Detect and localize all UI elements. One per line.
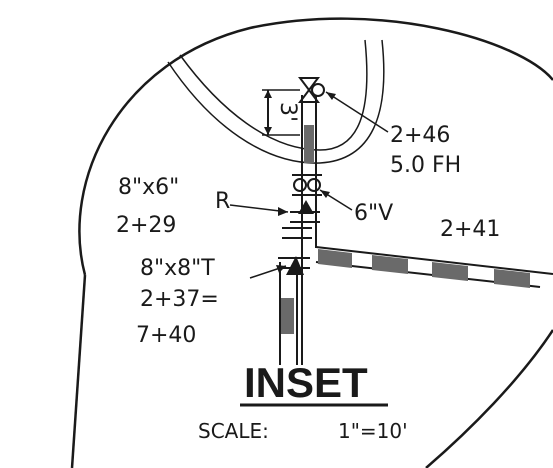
valve-label: 6"V — [354, 201, 393, 226]
hydrant-label: 5.0 FH — [390, 153, 461, 178]
pipe-hatch-upper — [304, 125, 314, 163]
reducer-fittings — [282, 200, 320, 239]
inset-circle — [70, 17, 553, 468]
curb-lines — [167, 39, 385, 164]
scale-value: 1"=10' — [338, 419, 408, 443]
leader-lines — [229, 91, 389, 279]
dimension-label: 3' — [275, 102, 300, 122]
hydrant-symbol — [298, 77, 325, 103]
inset-title: INSET — [244, 359, 368, 406]
scale-label: SCALE: — [198, 419, 269, 443]
valve-symbol — [292, 174, 322, 196]
tee-station-b-label: 7+40 — [136, 323, 196, 348]
reducer-size-label: 8"x6" — [118, 175, 179, 200]
vertical-main — [279, 95, 317, 365]
pipe-hatch-lower — [280, 298, 294, 334]
valve-station-label: 2+41 — [440, 217, 500, 242]
reducer-code-label: R — [215, 189, 230, 214]
hydrant-station-label: 2+46 — [390, 123, 450, 148]
reducer-station-label: 2+29 — [116, 213, 176, 238]
horizontal-branch — [315, 246, 553, 288]
tee-fitting — [278, 256, 310, 275]
dimension-line — [262, 89, 300, 136]
tee-station-a-label: 2+37= — [140, 287, 219, 312]
tee-label: 8"x8"T — [140, 256, 215, 281]
